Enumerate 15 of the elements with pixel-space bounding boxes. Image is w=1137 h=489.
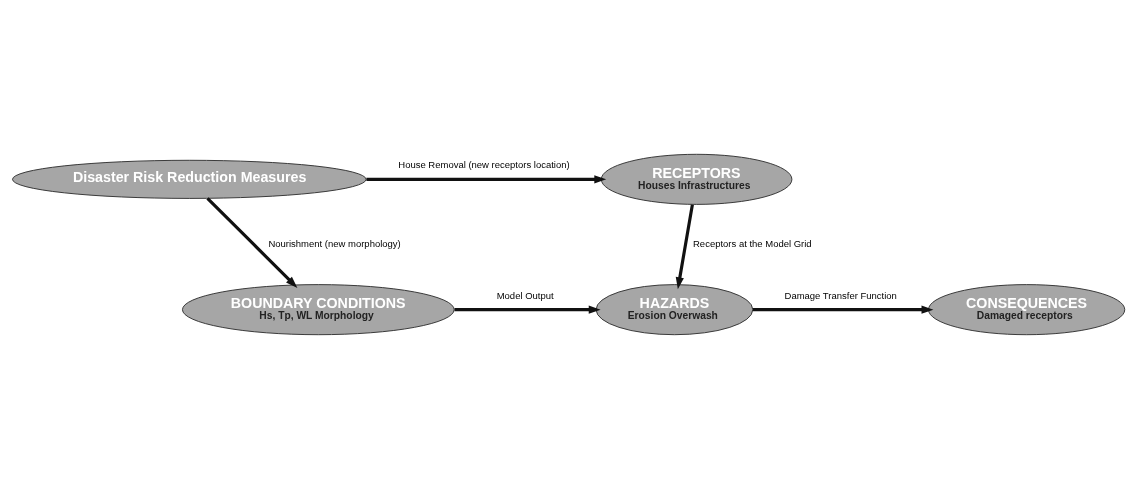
arrow [366,175,607,184]
node-ellipse: Disaster Risk Reduction Measures [12,159,367,199]
arrow [675,204,694,290]
edge-label: Damage Transfer Function [784,289,897,301]
edge-label: Model Output [496,289,554,301]
edge-label: Nourishment (new morphology) [268,238,401,250]
node-ellipse: CONSEQUENCES Damaged receptors [928,284,1126,336]
arrow [206,197,298,288]
arrow [752,305,934,314]
node-ellipse: HAZARDS Erosion Overwash [595,284,754,336]
arrow [454,305,601,314]
node-ellipse: BOUNDARY CONDITIONS Hs, Tp, WL Morphology [181,284,455,336]
edge-label: Receptors at the Model Grid [693,238,812,250]
node-ellipse: RECEPTORS Houses Infrastructures [600,153,793,205]
edge-label: House Removal (new receptors location) [398,159,570,171]
